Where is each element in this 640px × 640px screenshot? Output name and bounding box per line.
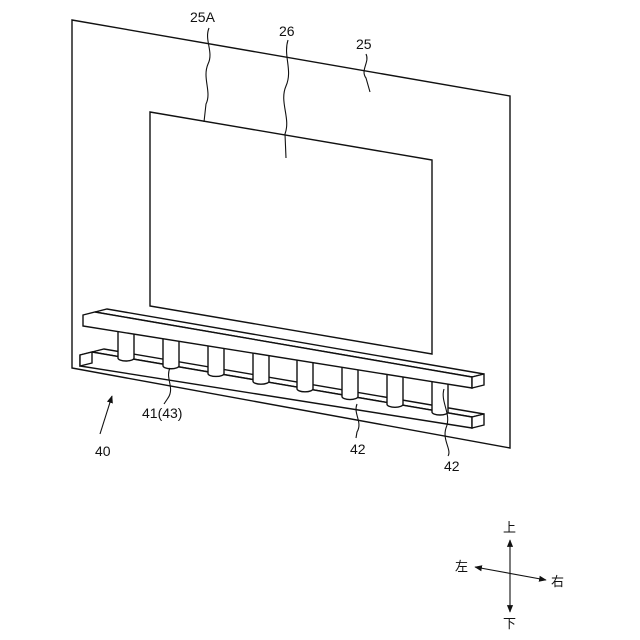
leader-25 [364, 54, 370, 92]
lower-rail [80, 349, 484, 428]
label-40: 40 [95, 443, 111, 459]
compass-left-label: 左 [455, 560, 468, 575]
label-25: 25 [356, 36, 372, 52]
display-screen [150, 112, 432, 354]
compass-right-label: 右 [551, 575, 564, 590]
label-25A: 25A [190, 9, 216, 25]
label-41-43: 41(43) [142, 405, 182, 421]
leader-25A [204, 28, 210, 122]
label-26: 26 [279, 23, 295, 39]
arrow-40 [100, 396, 112, 434]
compass-up-label: 上 [503, 521, 516, 536]
label-42-front: 42 [350, 441, 366, 457]
orientation-compass: 上 下 左 右 [455, 521, 564, 632]
label-42-back: 42 [444, 458, 460, 474]
compass-down-label: 下 [503, 617, 516, 632]
